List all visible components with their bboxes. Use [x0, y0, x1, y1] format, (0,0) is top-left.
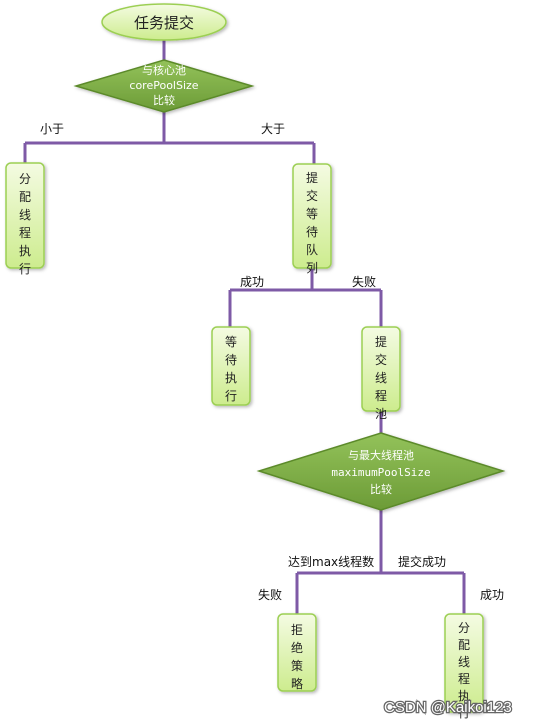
box-allocate-thread-2-label: 分配线程执行: [458, 621, 470, 720]
box-wait-queue: 提交等待队列: [292, 163, 332, 275]
start-node: 任务提交: [101, 3, 227, 41]
box-allocate-thread-1: 分配线程执行: [5, 162, 45, 276]
edge-label-fail-1: 失败: [352, 274, 376, 289]
box-submit-pool: 提交线程池: [361, 326, 401, 421]
edge-label-fail-2: 失败: [258, 587, 282, 602]
edge-label-less: 小于: [40, 122, 64, 136]
decision1-line3: 比较: [153, 93, 175, 107]
box-allocate-thread-2: 分配线程执行: [444, 613, 484, 720]
box-allocate-thread-1-label: 分配线程执行: [19, 172, 31, 276]
decision2-line3: 比较: [370, 482, 392, 496]
edge-label-success-1: 成功: [240, 275, 264, 289]
start-label: 任务提交: [134, 14, 194, 32]
decision2-line2: maximumPoolSize: [331, 466, 430, 479]
decision2-line1: 与最大线程池: [348, 448, 414, 462]
edge-label-greater: 大于: [261, 122, 285, 136]
decision1-line2: corePoolSize: [129, 79, 198, 92]
box-wait-execute-label: 等待执行: [225, 335, 237, 403]
decision1-line1: 与核心池: [142, 63, 186, 77]
box-wait-execute: 等待执行: [211, 326, 251, 406]
box-reject-policy: 拒绝策略: [277, 613, 317, 692]
edge-label-max-reached: 达到max线程数: [288, 554, 374, 569]
decision-max-pool: 与最大线程池 maximumPoolSize 比较: [256, 432, 506, 511]
connectors: [23, 38, 466, 614]
watermark: CSDN @Kaikoi123: [384, 699, 512, 716]
edge-label-success-2: 成功: [480, 588, 504, 602]
edge-label-submit-success: 提交成功: [398, 554, 446, 569]
box-reject-policy-label: 拒绝策略: [291, 623, 303, 691]
decision-core-pool: 与核心池 corePoolSize 比较: [73, 59, 255, 113]
box-submit-pool-label: 提交线程池: [375, 334, 387, 421]
box-wait-queue-label: 提交等待队列: [306, 170, 318, 275]
